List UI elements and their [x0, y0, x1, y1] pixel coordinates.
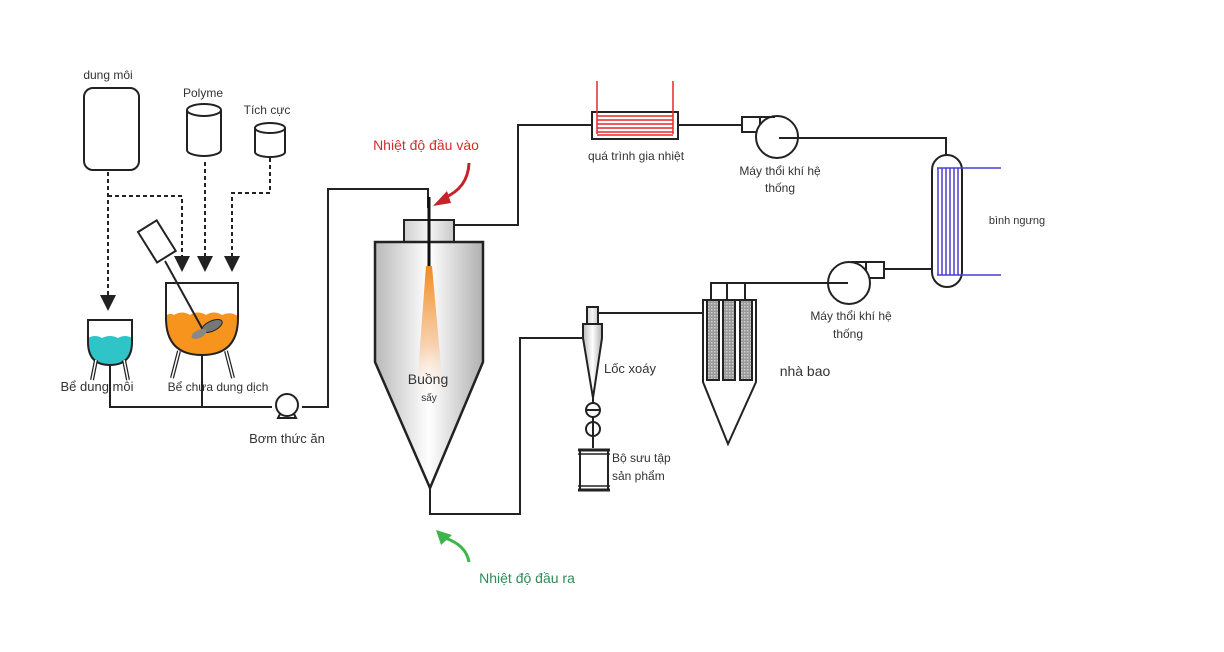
inlet-temp-label: Nhiệt độ đầu vào [373, 137, 479, 153]
blower-top-label-line2: thống [765, 181, 795, 195]
solvent-tank-label: Bể dung môi [61, 379, 134, 394]
active-label: Tích cực [244, 103, 291, 117]
polymer-vessel [186, 103, 222, 157]
product-pipe [429, 337, 586, 515]
solvent-source-vessel [83, 87, 140, 171]
blower-bottom-label-line2: thống [833, 327, 863, 341]
feed-pump-label: Bơm thức ăn [249, 431, 325, 446]
baghouse [702, 283, 757, 447]
rotary-valve [585, 398, 601, 448]
chamber-label-line2: sấy [421, 392, 437, 404]
blower-top-label-line1: Máy thổi khí hệ [739, 164, 821, 178]
feed-pipes [109, 188, 429, 408]
solution-tank-label: Bể chứa dung dịch [168, 380, 269, 394]
agitator [136, 218, 223, 339]
dashed-feed-lines [100, 158, 271, 311]
hot-air-pipe [454, 124, 592, 226]
chamber-label-line1: Buồng [408, 371, 448, 387]
blower-to-baghouse-pipe [710, 282, 848, 300]
outlet-temp-label: Nhiệt độ đầu ra [479, 570, 575, 586]
inlet-temp-arrow-icon [433, 162, 471, 206]
solution-tank [165, 282, 239, 379]
condenser-label: bình ngưng [989, 215, 1045, 227]
polymer-label: Polyme [183, 86, 223, 100]
active-ingredient-vessel [254, 122, 286, 158]
blower-bottom-label-line1: Máy thổi khí hệ [810, 309, 892, 323]
solvent-tank [87, 319, 133, 381]
cyclone [582, 306, 603, 399]
product-collector [578, 448, 610, 492]
drying-chamber [373, 197, 485, 492]
collector-label-line1: Bộ sưu tập [612, 451, 671, 465]
heater [591, 81, 679, 140]
baghouse-label: nhà bao [780, 363, 831, 379]
heater-label: quá trình gia nhiệt [588, 149, 685, 163]
blower-top [741, 115, 799, 159]
collector-label-line2: sản phẩm [612, 469, 665, 483]
blower-bottom [827, 261, 885, 305]
blower-to-condenser-pipe [779, 137, 947, 156]
feed-pump [275, 393, 299, 419]
cyclone-label: Lốc xoáy [604, 361, 657, 376]
condenser [931, 154, 1001, 288]
outlet-temp-arrow-icon [436, 530, 471, 563]
solvent-source-label: dung môi [83, 68, 132, 82]
